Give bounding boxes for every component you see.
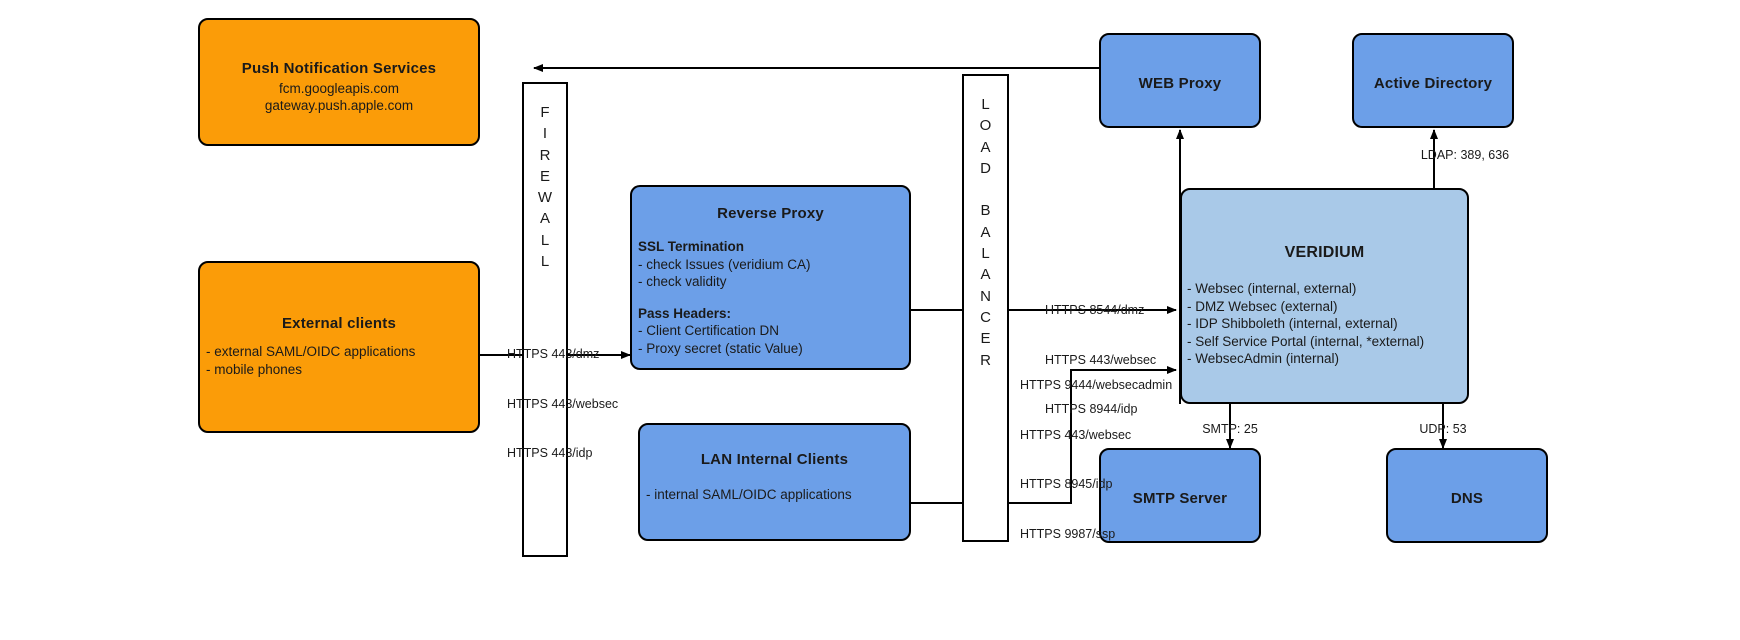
load-balancer-letter-8: A (980, 266, 991, 284)
node-web-proxy[interactable]: WEB Proxy (1099, 33, 1261, 128)
load-balancer-letter-10: C (980, 308, 991, 326)
edge-label-admin-line-2: HTTPS 443/websec (1020, 427, 1132, 442)
veridium-item-1: - Websec (internal, external) (1187, 281, 1357, 296)
web-proxy-title: WEB Proxy (1138, 75, 1222, 92)
node-lan-internal-clients[interactable]: LAN Internal Clients - internal SAML/OID… (638, 423, 911, 541)
load-balancer-letter-3: D (980, 159, 991, 177)
load-balancer-letter-1: O (979, 117, 992, 135)
edge-label-dns: UDP: 53 (1419, 422, 1467, 436)
reverse-proxy-section-1-item-1: - check Issues (veridium CA) (638, 256, 811, 272)
firewall-letter-6: L (540, 231, 550, 249)
edge-label-clients-to-firewall: HTTPS 443/dmz HTTPS 443/websec HTTPS 443… (507, 313, 618, 495)
reverse-proxy-section-2-item-1: - Client Certification DN (638, 323, 780, 339)
external-clients-item-1: - external SAML/OIDC applications (206, 344, 416, 359)
push-notification-title: Push Notification Services (241, 60, 437, 77)
firewall-label: F I R E W A L L (524, 102, 566, 272)
firewall-letter-4: W (537, 189, 553, 207)
firewall-letter-3: E (539, 167, 550, 185)
push-notification-line-2: gateway.push.apple.com (264, 98, 414, 114)
load-balancer-letter-11: E (980, 330, 991, 348)
edge-label-admin-line-4: HTTPS 9987/ssp (1020, 526, 1116, 541)
lan-internal-clients-item-1: - internal SAML/OIDC applications (646, 487, 852, 502)
load-balancer-letter-7: L (981, 245, 990, 263)
edge-label-clients-line-2: HTTPS 443/websec (507, 396, 619, 411)
veridium-item-5: - WebsecAdmin (internal) (1187, 351, 1340, 367)
active-directory-title: Active Directory (1373, 75, 1493, 92)
reverse-proxy-section-2-heading: Pass Headers: (638, 305, 732, 321)
firewall-letter-1: I (542, 125, 548, 143)
load-balancer-letter-9: N (980, 287, 991, 305)
load-balancer-letter-2: A (980, 138, 991, 156)
veridium-item-2: - DMZ Websec (external) (1187, 298, 1338, 314)
node-firewall[interactable]: F I R E W A L L (522, 82, 568, 557)
node-veridium[interactable]: VERIDIUM - Websec (internal, external) -… (1180, 188, 1469, 404)
firewall-letter-2: R (539, 146, 551, 164)
node-load-balancer[interactable]: L O A D B A L A N C E R (962, 74, 1009, 542)
load-balancer-letter-12: R (980, 351, 991, 369)
firewall-letter-0: F (540, 104, 550, 121)
firewall-letter-5: A (539, 210, 550, 228)
edge-label-clients-line-3: HTTPS 443/idp (507, 446, 593, 460)
edge-label-lb-to-veridium-admin: HTTPS 9444/websecadmin HTTPS 443/websec … (1020, 344, 1172, 575)
load-balancer-letter-0: L (981, 96, 990, 113)
edge-label-admin-line-1: HTTPS 9444/websecadmin (1020, 378, 1173, 392)
edge-label-clients-line-1: HTTPS 443/dmz (507, 347, 600, 361)
edge-label-smtp: SMTP: 25 (1202, 422, 1258, 436)
dns-title: DNS (1450, 490, 1484, 507)
node-reverse-proxy[interactable]: Reverse Proxy SSL Termination - check Is… (630, 185, 911, 370)
node-dns[interactable]: DNS (1386, 448, 1548, 543)
node-active-directory[interactable]: Active Directory (1352, 33, 1514, 128)
edge-label-lb-line-1: HTTPS 8544/dmz (1045, 303, 1145, 317)
reverse-proxy-section-2-item-2: - Proxy secret (static Value) (638, 340, 803, 356)
load-balancer-letter-5: B (980, 202, 991, 220)
edge-label-lb-line-2: HTTPS 443/websec (1045, 352, 1157, 367)
reverse-proxy-title: Reverse Proxy (717, 205, 824, 222)
external-clients-item-2: - mobile phones (206, 361, 303, 377)
edge-label-admin-line-3: HTTPS 8945/idp (1020, 477, 1113, 491)
firewall-letter-7: L (540, 253, 550, 271)
veridium-title: VERIDIUM (1284, 244, 1365, 261)
load-balancer-letter-6: A (980, 223, 991, 241)
reverse-proxy-section-1-heading: SSL Termination (638, 239, 745, 254)
node-external-clients[interactable]: External clients - external SAML/OIDC ap… (198, 261, 480, 433)
edge-label-ldap: LDAP: 389, 636 (1420, 148, 1510, 162)
external-clients-title: External clients (281, 315, 397, 332)
push-notification-line-1: fcm.googleapis.com (278, 81, 400, 96)
veridium-item-3: - IDP Shibboleth (internal, external) (1187, 316, 1398, 332)
lan-internal-clients-title: LAN Internal Clients (700, 451, 849, 468)
load-balancer-label: L O A D B A L A N C E R (964, 94, 1007, 371)
node-push-notification-services[interactable]: Push Notification Services fcm.googleapi… (198, 18, 480, 146)
reverse-proxy-section-1-item-2: - check validity (638, 274, 727, 290)
veridium-item-4: - Self Service Portal (internal, *extern… (1187, 333, 1425, 349)
load-balancer-letter-gap (964, 179, 1007, 200)
